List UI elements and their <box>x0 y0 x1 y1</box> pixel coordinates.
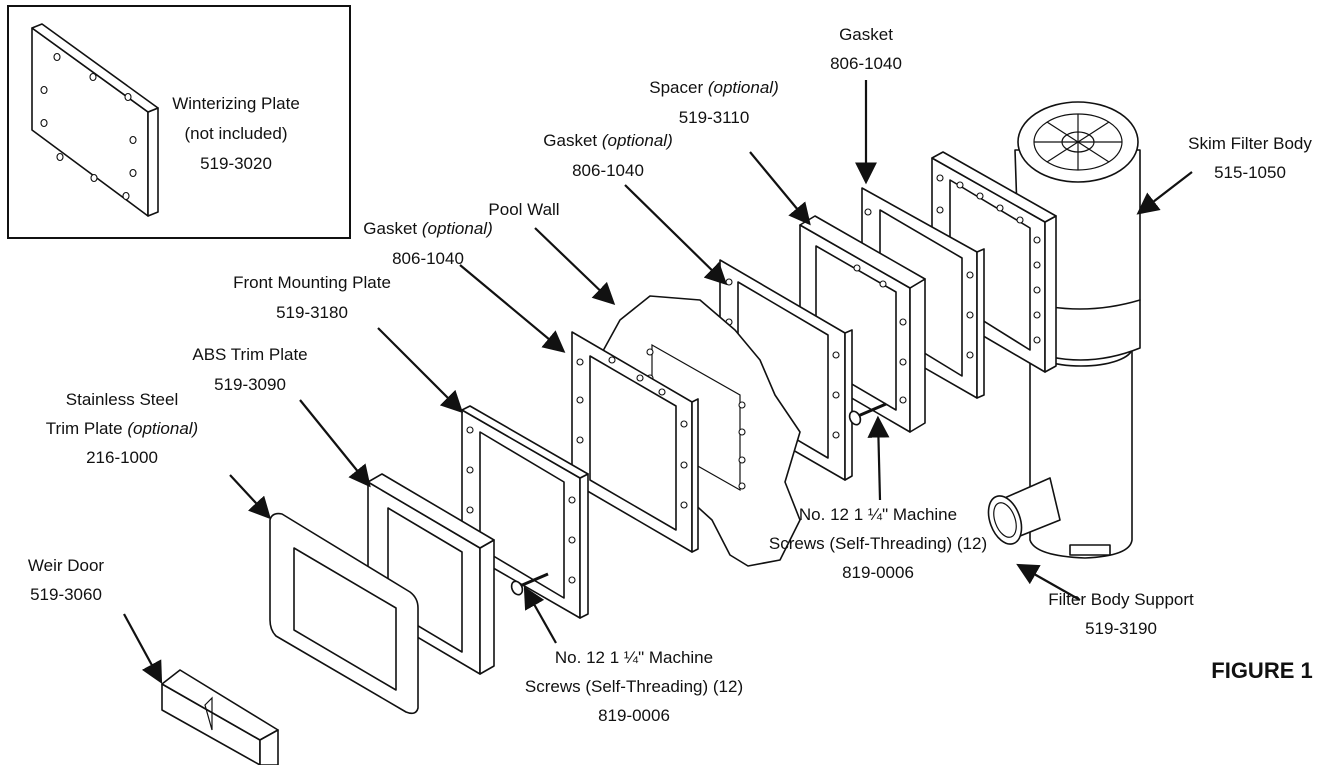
callout-arrows <box>123 80 1193 684</box>
screws-back-part-no: 819-0006 <box>842 563 914 582</box>
winterizing-plate-part-no: 519-3020 <box>200 154 272 173</box>
screws-front-line1: No. 12 1 ¼" Machine <box>555 648 713 667</box>
gasket-middle-part-no: 806-1040 <box>572 161 644 180</box>
winterizing-plate-name: Winterizing Plate <box>172 94 300 113</box>
weir-door <box>161 669 279 765</box>
screw-back <box>848 402 887 426</box>
callout-labels: Skim Filter Body 515-1050 Gasket 806-104… <box>28 25 1313 725</box>
screws-back-line2: Screws (Self-Threading) (12) <box>769 534 987 553</box>
screws-front-line2: Screws (Self-Threading) (12) <box>525 677 743 696</box>
filter-body-support-name: Filter Body Support <box>1048 590 1194 609</box>
stainless-trim-plate-line2: Trim Plate (optional) <box>46 419 198 438</box>
stainless-trim-plate-line1: Stainless Steel <box>66 390 178 409</box>
gasket-back-name: Gasket <box>839 25 893 44</box>
spacer-name: Spacer (optional) <box>649 78 778 97</box>
gasket-front-part-no: 806-1040 <box>392 249 464 268</box>
figure-label: FIGURE 1 <box>1211 658 1312 683</box>
winterizing-plate-inset: Winterizing Plate (not included) 519-302… <box>7 5 351 239</box>
abs-trim-plate-part-no: 519-3090 <box>214 375 286 394</box>
skim-filter-body-name: Skim Filter Body <box>1188 134 1312 153</box>
screws-back-line1: No. 12 1 ¼" Machine <box>799 505 957 524</box>
winterizing-plate-holes <box>40 52 137 201</box>
front-mounting-plate-name: Front Mounting Plate <box>233 273 391 292</box>
winterizing-plate-note: (not included) <box>184 124 287 143</box>
front-mounting-plate <box>461 405 589 619</box>
screws-front-part-no: 819-0006 <box>598 706 670 725</box>
gasket-middle-name: Gasket (optional) <box>543 131 672 150</box>
stainless-trim-plate <box>269 512 419 715</box>
gasket-back-part-no: 806-1040 <box>830 54 902 73</box>
stainless-trim-plate-part-no: 216-1000 <box>86 448 158 467</box>
abs-trim-plate-name: ABS Trim Plate <box>192 345 307 364</box>
weir-door-name: Weir Door <box>28 556 105 575</box>
front-mounting-plate-part-no: 519-3180 <box>276 303 348 322</box>
spacer-part-no: 519-3110 <box>679 108 750 127</box>
gasket-front <box>571 331 699 553</box>
pool-wall-name: Pool Wall <box>488 200 559 219</box>
skim-filter-body-part-no: 515-1050 <box>1214 163 1286 182</box>
screw-front <box>510 572 549 596</box>
weir-door-part-no: 519-3060 <box>30 585 102 604</box>
filter-body-support-part-no: 519-3190 <box>1085 619 1157 638</box>
gasket-front-name: Gasket (optional) <box>363 219 492 238</box>
